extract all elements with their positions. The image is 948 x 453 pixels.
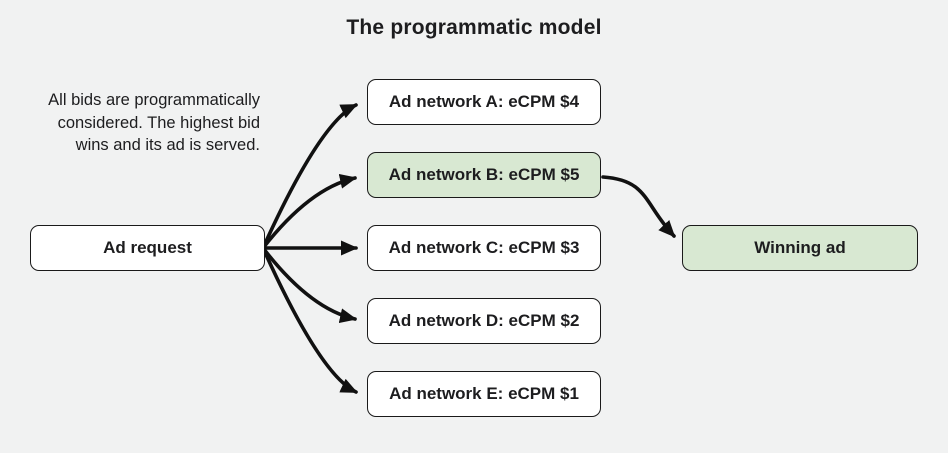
node-winning-ad: Winning ad bbox=[682, 225, 918, 271]
arrow-request-to-network-b bbox=[261, 173, 357, 250]
node-ad-network-b-label: Ad network B: eCPM $5 bbox=[388, 165, 580, 184]
node-ad-network-c-label: Ad network C: eCPM $3 bbox=[388, 238, 580, 257]
node-ad-network-a-label: Ad network A: eCPM $4 bbox=[388, 92, 580, 111]
node-ad-network-c: Ad network C: eCPM $3 bbox=[367, 225, 601, 271]
diagram-description: All bids are programmatically considered… bbox=[48, 91, 260, 154]
arrow-request-to-network-e bbox=[261, 246, 358, 394]
arrow-request-to-network-d bbox=[261, 246, 357, 324]
node-ad-network-d-label: Ad network D: eCPM $2 bbox=[388, 311, 580, 330]
diagram-title: The programmatic model bbox=[346, 16, 602, 39]
node-ad-network-d: Ad network D: eCPM $2 bbox=[367, 298, 601, 344]
node-ad-request-label: Ad request bbox=[103, 238, 192, 257]
node-ad-network-e-label: Ad network E: eCPM $1 bbox=[389, 384, 579, 403]
node-ad-request: Ad request bbox=[30, 225, 265, 271]
node-ad-network-b: Ad network B: eCPM $5 bbox=[367, 152, 601, 198]
arrow-network-b-to-winning-ad bbox=[601, 175, 676, 238]
node-ad-network-e: Ad network E: eCPM $1 bbox=[367, 371, 601, 417]
node-ad-network-a: Ad network A: eCPM $4 bbox=[367, 79, 601, 125]
node-winning-ad-label: Winning ad bbox=[754, 238, 846, 257]
arrow-request-to-network-a bbox=[261, 103, 358, 250]
